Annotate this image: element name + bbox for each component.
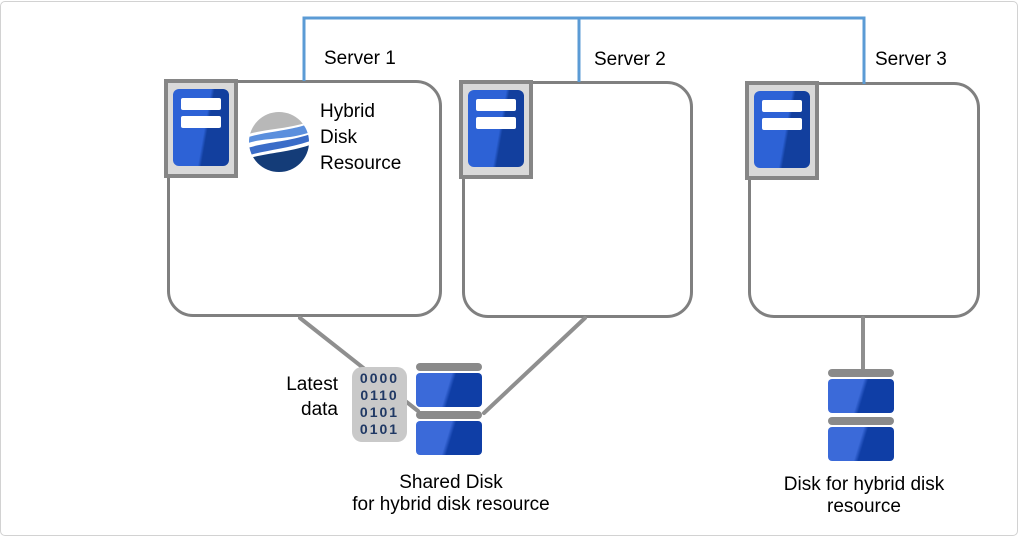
latest-data-label: Latest data bbox=[238, 372, 338, 422]
server-slot-icon bbox=[762, 100, 802, 112]
server-panel bbox=[173, 89, 229, 166]
caption-line: resource bbox=[827, 496, 901, 517]
latest-data-line: data bbox=[301, 399, 338, 420]
disk-bar bbox=[828, 369, 894, 377]
server-slot-icon bbox=[762, 118, 802, 130]
server-panel bbox=[468, 90, 524, 167]
caption-line: Shared Disk bbox=[399, 472, 503, 493]
hybrid-disk-icon bbox=[828, 369, 894, 461]
hybrid-disk-caption: Disk for hybrid disk resource bbox=[704, 474, 1021, 518]
hybrid-label-line: Disk bbox=[320, 127, 357, 148]
binary-row: 0101 bbox=[359, 421, 400, 437]
server-slot-icon bbox=[181, 98, 221, 110]
disk-platter bbox=[416, 421, 482, 455]
server2-icon bbox=[459, 80, 533, 179]
hybrid-disk-resource-label: Hybrid Disk Resource bbox=[320, 99, 401, 177]
server-panel bbox=[754, 91, 810, 168]
server-slot-icon bbox=[181, 116, 221, 128]
caption-line: Disk for hybrid disk bbox=[783, 474, 945, 495]
server1-icon bbox=[164, 79, 238, 178]
disk-platter bbox=[416, 373, 482, 407]
binary-row: 0110 bbox=[360, 387, 399, 403]
disk-bar bbox=[416, 363, 482, 371]
binary-row: 0000 bbox=[359, 370, 400, 386]
shared-disk-caption: Shared Disk for hybrid disk resource bbox=[291, 472, 611, 516]
server-slot-icon bbox=[476, 117, 516, 129]
server-slot-icon bbox=[476, 99, 516, 111]
latest-data-line: Latest bbox=[286, 374, 338, 395]
server2-label: Server 2 bbox=[594, 49, 666, 70]
hybrid-label-line: Resource bbox=[320, 153, 402, 174]
disk-bar bbox=[416, 411, 482, 419]
binary-row: 0101 bbox=[359, 404, 400, 420]
hybrid-label-line: Hybrid bbox=[320, 101, 375, 122]
binary-data-icon: 0000 0110 0101 0101 bbox=[352, 367, 407, 442]
disk-bar bbox=[828, 417, 894, 425]
disk-platter bbox=[828, 427, 894, 461]
caption-line: for hybrid disk resource bbox=[352, 494, 550, 515]
server3-label: Server 3 bbox=[875, 49, 947, 70]
disk-platter bbox=[828, 379, 894, 413]
shared-disk-icon bbox=[416, 363, 482, 455]
server3-icon bbox=[745, 81, 819, 180]
server1-label: Server 1 bbox=[324, 48, 396, 69]
hybrid-disk-resource-icon bbox=[248, 111, 310, 173]
